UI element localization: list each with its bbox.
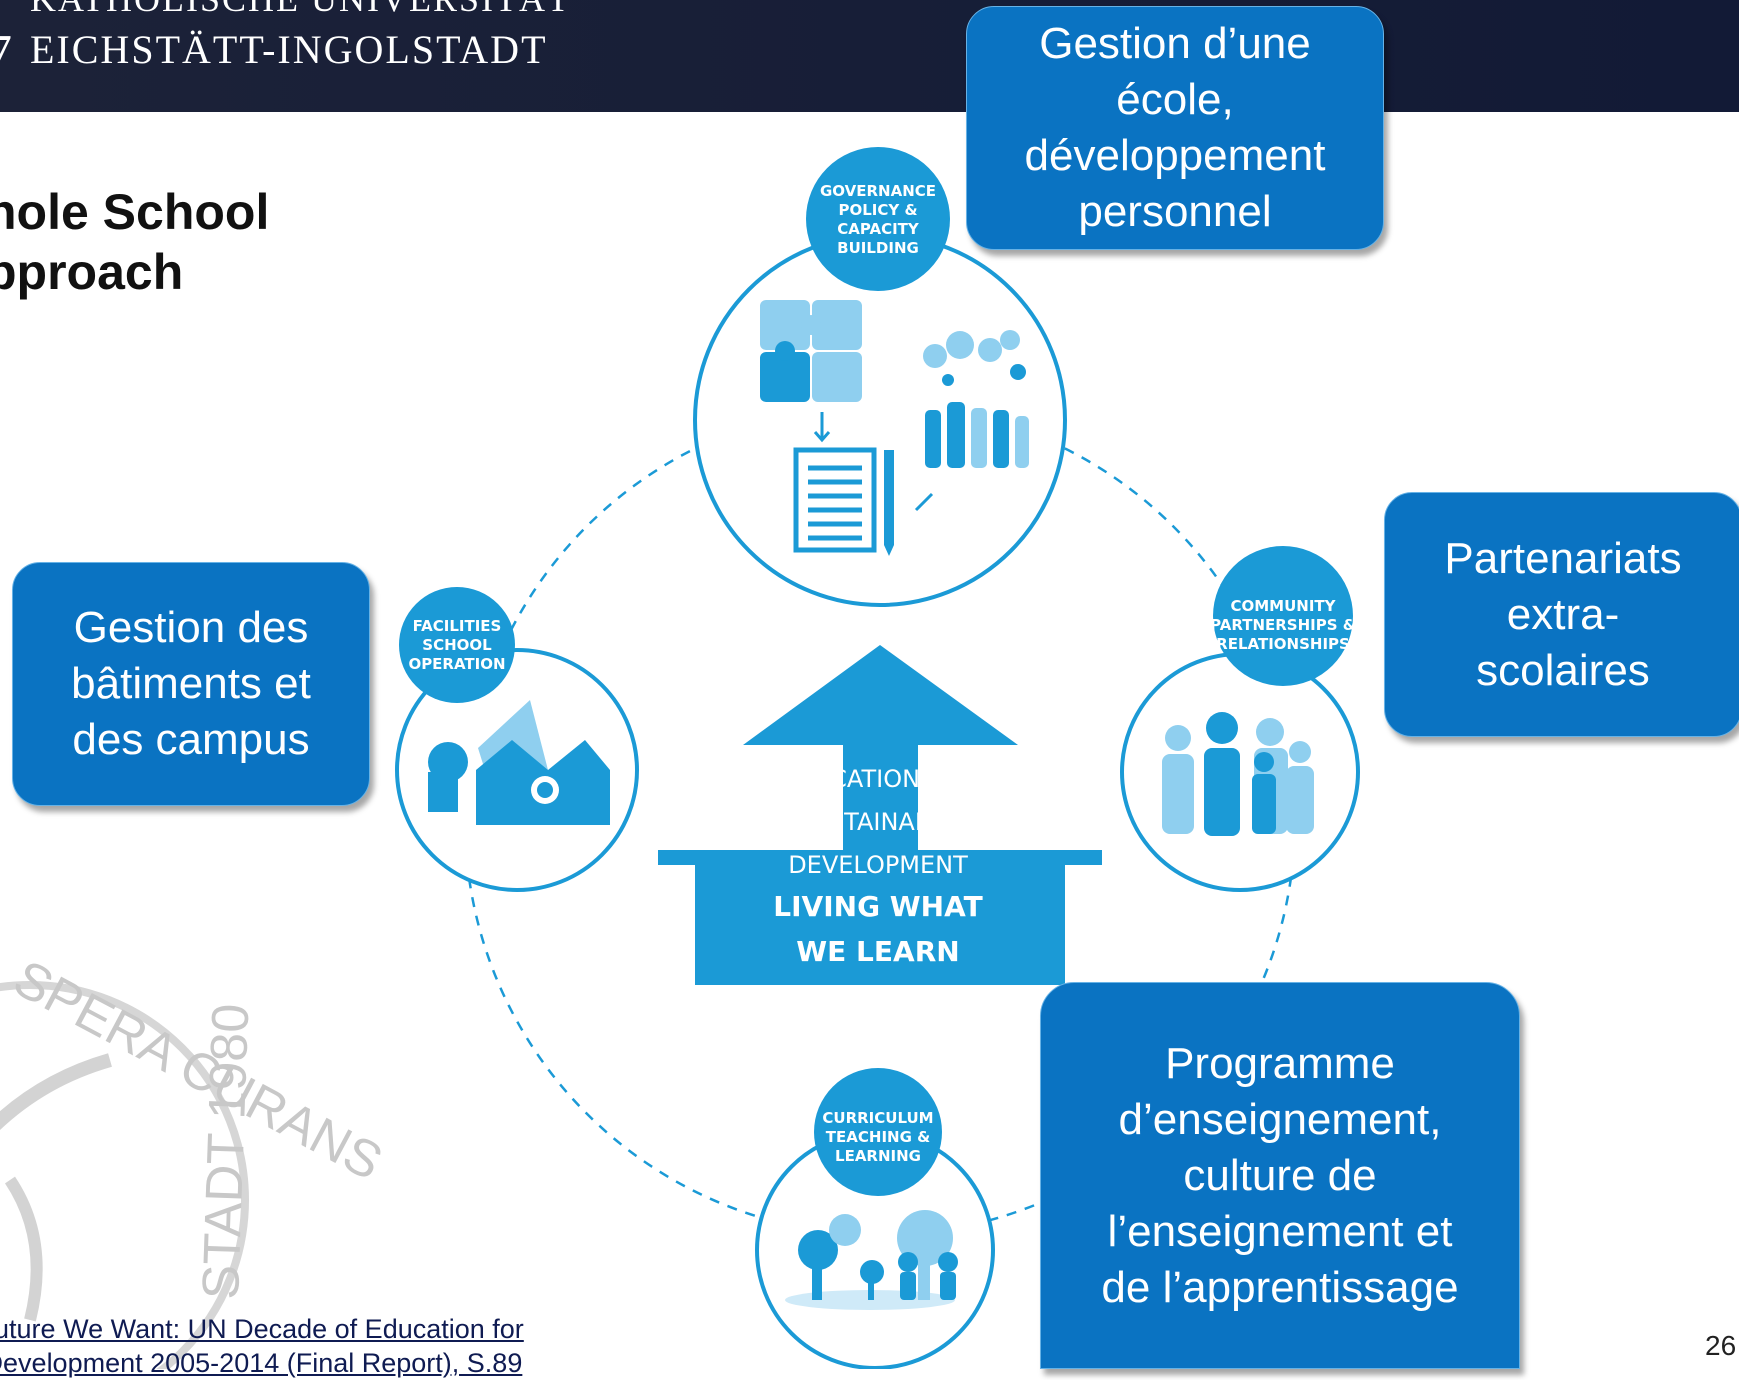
callout-governance-line1: Gestion d’une [1039, 19, 1311, 68]
slide-title: hole School pproach [0, 182, 269, 302]
university-seal-watermark: SPERA CURANS STADT 1980 [0, 949, 391, 1369]
puzzle-icon [760, 300, 862, 402]
source-link-line2[interactable]: ble Development 2005-2014 (Final Report)… [0, 1348, 523, 1378]
governance-label-4: BUILDING [837, 239, 919, 257]
facilities-label-1: FACILITIES [413, 617, 502, 635]
raised-hands-icon [923, 330, 1029, 468]
university-logo-icon: 7 [0, 24, 12, 83]
slide-number: 26 [1705, 1330, 1737, 1361]
source-link-line1[interactable]: he Future We Want: UN Decade of Educatio… [0, 1314, 524, 1344]
callout-curriculum-line2: d’enseignement, [1118, 1094, 1442, 1144]
people-group-icon [1162, 712, 1314, 836]
governance-label-1: GOVERNANCE [820, 182, 936, 200]
center-text-line4: LIVING WHAT [773, 890, 982, 923]
center-text-line1: EDUCATION FOR [779, 765, 977, 793]
curriculum-label-1: CURRICULUM [822, 1109, 933, 1127]
callout-community-line3: scolaires [1476, 645, 1650, 695]
community-label-1: COMMUNITY [1230, 597, 1336, 615]
curriculum-circle: CURRICULUM TEACHING & LEARNING [755, 1068, 995, 1369]
university-name-line2: EICHSTÄTT-INGOLSTADT [30, 27, 548, 72]
callout-community-line1: Partenariats [1444, 533, 1682, 583]
school-building-icon [428, 700, 610, 825]
slide-title-line1: hole School [0, 184, 270, 240]
seal-side-text: STADT 1980 [192, 1003, 260, 1301]
callout-community: Partenariats extra- scolaires [1384, 492, 1739, 737]
callout-governance-line2: école, [1116, 75, 1234, 124]
document-icon [793, 412, 934, 556]
facilities-label-2: SCHOOL [422, 636, 492, 654]
callout-curriculum-line5: de l’apprentissage [1101, 1262, 1459, 1312]
facilities-circle: FACILITIES SCHOOL OPERATION [395, 587, 639, 892]
facilities-label-3: OPERATION [408, 655, 505, 673]
center-text-line5: WE LEARN [796, 935, 959, 968]
callout-governance-line3: développement [1024, 131, 1326, 180]
curriculum-label-3: LEARNING [835, 1147, 921, 1165]
header-bar: 7 KATHOLISCHE UNIVERSITÄT EICHSTÄTT-INGO… [0, 0, 1739, 112]
callout-facilities: Gestion des bâtiments et des campus [12, 562, 370, 806]
community-label-3: RELATIONSHIPS [1216, 635, 1350, 653]
governance-circle: GOVERNANCE POLICY & CAPACITY BUILDING [693, 147, 1067, 607]
callout-community-line2: extra- [1506, 589, 1620, 639]
center-house: EDUCATION FOR SUSTAINABLE DEVELOPMENT LI… [658, 645, 1102, 985]
slide-title-line2: pproach [0, 244, 184, 300]
source-link[interactable]: he Future We Want: UN Decade of Educatio… [0, 1312, 524, 1380]
callout-facilities-line3: des campus [72, 715, 310, 764]
university-name-line1: KATHOLISCHE UNIVERSITÄT [30, 0, 571, 20]
community-circle: COMMUNITY PARTNERSHIPS & RELATIONSHIPS [1120, 546, 1360, 892]
center-text-line2: SUSTAINABLE [796, 808, 960, 836]
callout-curriculum-line4: l’enseignement et [1107, 1206, 1453, 1256]
callout-curriculum-line1: Programme [1165, 1038, 1395, 1088]
callout-facilities-line1: Gestion des [73, 603, 309, 652]
center-text-line3: DEVELOPMENT [788, 851, 968, 879]
callout-curriculum: Programme d’enseignement, culture de l’e… [1040, 982, 1520, 1369]
callout-curriculum-line3: culture de [1183, 1150, 1377, 1200]
learning-trees-icon [785, 1210, 958, 1310]
callout-facilities-line2: bâtiments et [71, 659, 311, 708]
curriculum-label-2: TEACHING & [826, 1128, 930, 1146]
community-label-2: PARTNERSHIPS & [1210, 616, 1356, 634]
callout-governance-line4: personnel [1078, 187, 1272, 236]
governance-label-2: POLICY & [838, 201, 917, 219]
callout-governance: Gestion d’une école, développement perso… [966, 6, 1384, 250]
governance-label-3: CAPACITY [837, 220, 920, 238]
